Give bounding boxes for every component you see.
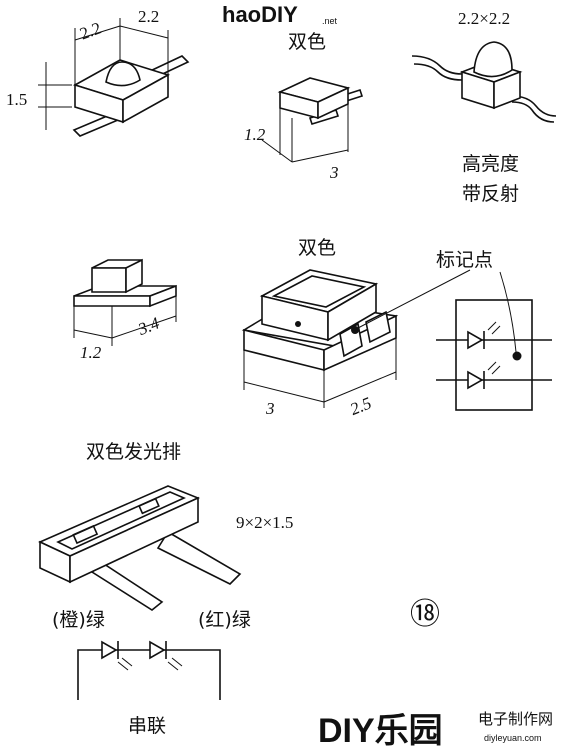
part3-dome — [473, 41, 513, 78]
part6-diode-1 — [101, 640, 118, 660]
part4-base-front — [73, 295, 151, 307]
part5-bicolor-large: 双色 标记点 3 2.5 — [241, 237, 552, 419]
part6-series-wire — [77, 649, 221, 700]
part1-dim-d: 2.2 — [138, 7, 159, 26]
part3-label-2: 带反射 — [462, 183, 519, 205]
part5-cup-side — [327, 282, 377, 342]
part6-light-bar: 双色发光排 9×2×1.5 (橙)绿 (红)绿 串联 — [38, 441, 293, 737]
part1-body-side — [122, 73, 169, 124]
part6-pin-right — [156, 530, 242, 585]
part2-bicolor-smd: 双色 1.2 3 — [244, 31, 364, 182]
watermark-bottom-url: diyleyuan.com — [484, 733, 542, 743]
watermark-bottom-brand: DIY乐园 — [318, 712, 443, 746]
part2-label: 双色 — [288, 31, 326, 53]
part5-diode-lower — [467, 370, 484, 390]
part6-dim: 9×2×1.5 — [236, 513, 293, 532]
part3-dim-top: 2.2×2.2 — [458, 9, 510, 28]
part3-label-1: 高亮度 — [462, 153, 519, 175]
part3-body-side — [493, 70, 521, 110]
watermark-bottom-site: 电子制作网 — [478, 710, 553, 728]
watermark-top-suffix: .net — [322, 16, 338, 26]
part5-dim-a: 3 — [265, 399, 275, 418]
part6-bar-side — [69, 496, 199, 584]
part5-marker-dot — [351, 326, 359, 334]
part4-lens-front — [91, 267, 127, 293]
part4-dim-b: 3.4 — [134, 313, 162, 339]
part1-dim-h: 1.5 — [6, 90, 27, 109]
part5-marker-label: 标记点 — [436, 249, 493, 271]
part2-dim-a: 1.2 — [244, 125, 266, 144]
watermark-top: haoDIY .net — [222, 2, 338, 27]
part6-diode-2 — [149, 640, 166, 660]
part5-diode-upper — [467, 330, 484, 350]
figure-number: ⑱ — [410, 598, 440, 631]
part4-dim-a: 1.2 — [80, 343, 102, 362]
part5-schematic-box — [455, 299, 533, 411]
part1-dome — [105, 61, 141, 87]
part6-led-left: (橙)绿 — [52, 609, 105, 631]
watermark-bottom: DIY乐园 电子制作网 diyleyuan.com — [318, 710, 553, 746]
part5-schematic-marker — [512, 351, 522, 361]
part5-dim-b: 2.5 — [347, 393, 374, 419]
part3-high-brightness: 2.2×2.2 高亮度 带反射 — [411, 9, 557, 205]
part6-pin-left — [90, 563, 164, 611]
part6-led-right: (红)绿 — [198, 609, 251, 631]
watermark-top-brand: haoDIY — [222, 2, 298, 27]
part6-label: 双色发光排 — [86, 441, 181, 463]
part3-pin-left — [411, 55, 463, 75]
part1-smd-dome: 2.2 2.2 1.5 — [6, 7, 190, 137]
part4-side-led: 1.2 3.4 — [73, 258, 177, 362]
part1-dim-w: 2.2 — [77, 18, 103, 43]
part2-dim-b: 3 — [329, 163, 339, 182]
part5-label: 双色 — [298, 237, 336, 259]
part6-connection: 串联 — [128, 715, 166, 737]
